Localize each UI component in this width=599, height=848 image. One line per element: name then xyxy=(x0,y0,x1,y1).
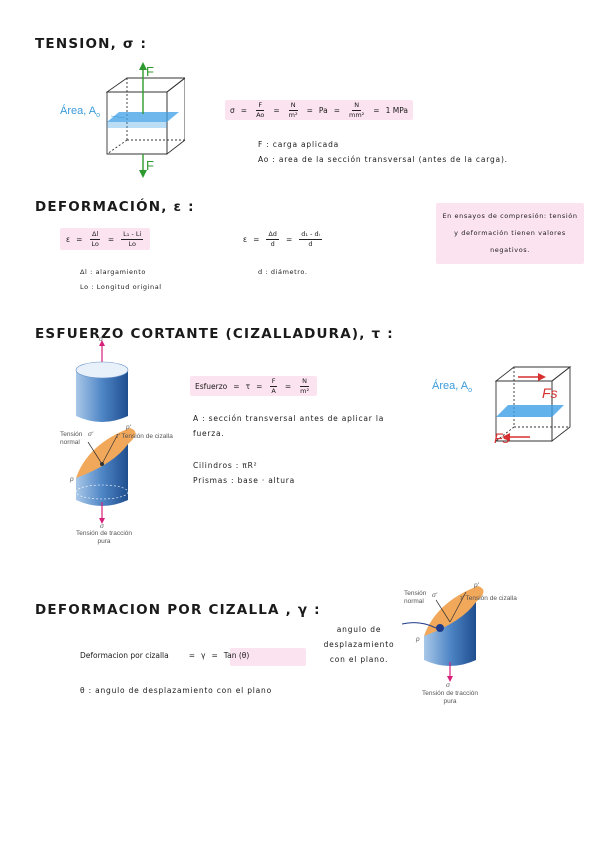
cizalla-formula-box xyxy=(230,648,306,666)
deformacion-def-d: d : diámetro. xyxy=(258,268,308,276)
cube-top-face xyxy=(105,77,187,93)
cizalla-cylinder-figure xyxy=(400,580,510,692)
cizalla-formula: Deformacion por cizalla= γ= Tan (θ) xyxy=(80,651,250,660)
cross-section-plane xyxy=(107,112,179,122)
cz-fig-bottom-sigma: σ xyxy=(446,682,450,689)
deformacion-def-dl: Δl : alargamiento xyxy=(80,268,146,276)
fs-label-top: Fs xyxy=(542,385,558,401)
top-cylinder-svg xyxy=(75,340,129,422)
tension-def-a: Ao : area de la sección transversal (ant… xyxy=(258,155,508,164)
cizalla-heading: DEFORMACION POR CIZALLA , γ : xyxy=(35,602,321,618)
esfuerzo-prismas: Prismas : base · altura xyxy=(193,476,296,485)
fig-traccion-pura: Tensión de tracción pura xyxy=(76,530,133,545)
cz-fig-traccion-pura: Tensión de tracción pura xyxy=(422,690,479,705)
deformacion-heading: DEFORMACIÓN, ε : xyxy=(35,199,195,215)
esfuerzo-def-a: A : sección transversal antes de aplicar… xyxy=(193,414,385,438)
tension-heading: TENSION, σ : xyxy=(35,36,148,52)
cz-fig-p-prime: p' xyxy=(474,582,479,589)
shear-cube-svg xyxy=(494,366,572,442)
force-arrow-down xyxy=(139,170,147,178)
esfuerzo-heading: ESFUERZO CORTANTE (CIZALLADURA), τ : xyxy=(35,326,394,342)
cizalla-angle-note: angulo de desplazamiento con el plano. xyxy=(323,625,395,664)
cz-fig-tension-normal: Tensión normal xyxy=(404,590,427,605)
shear-cube-figure xyxy=(474,355,584,455)
force-arrow-up xyxy=(139,62,147,70)
cizalla-def-theta: θ : angulo de desplazamiento con el plan… xyxy=(80,686,273,695)
fs-arrow-left xyxy=(502,433,510,441)
fig-p: p xyxy=(70,476,74,483)
deformacion-def-lo: Lo : Longitud original xyxy=(80,283,162,291)
cz-fig-tension-cizalla: τ' Tensión de cizalla xyxy=(460,595,517,602)
compresion-note: En ensayos de compresión: tensión y defo… xyxy=(436,203,584,264)
cz-fig-sigma-prime: σ' xyxy=(432,592,438,599)
force-label-bottom: F xyxy=(146,158,154,173)
area-label: Área, Ao xyxy=(60,105,100,120)
fig-bottom-sigma: σ xyxy=(100,523,104,530)
shear-cylinder-figure xyxy=(52,422,152,534)
shear-area-label: Área, Ao xyxy=(432,380,472,395)
fs-arrow-right xyxy=(538,373,546,381)
fs-label-bottom: Fs xyxy=(494,430,510,446)
shear-cylinder-svg xyxy=(75,428,136,524)
fig-sigma-prime: σ' xyxy=(88,431,94,438)
fig-p-prime: p' xyxy=(126,424,131,431)
cizalla-cylinder-svg xyxy=(401,586,484,682)
esfuerzo-cilindros: Cilindros : πR² xyxy=(193,461,258,470)
fig-tension-cizalla: τ' Tensión de cizalla xyxy=(116,433,173,440)
force-label-top: F xyxy=(146,64,154,79)
tension-cube-figure xyxy=(55,62,187,180)
tension-def-f: F : carga aplicada xyxy=(258,140,340,149)
top-cylinder-figure xyxy=(62,336,142,428)
fig-tension-normal: Tensión normal xyxy=(60,431,83,446)
fig-top-sigma: σ xyxy=(99,336,103,343)
cz-fig-p: p xyxy=(416,636,420,643)
tension-cube-svg xyxy=(105,62,187,178)
